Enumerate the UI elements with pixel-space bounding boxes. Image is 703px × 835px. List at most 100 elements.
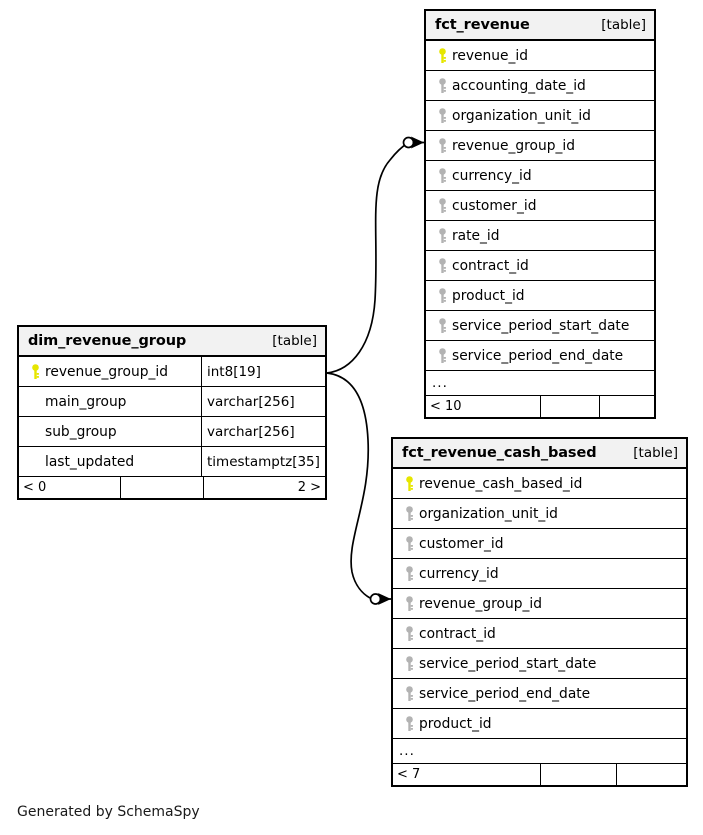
more-columns-indicator: ... xyxy=(426,371,654,396)
column-name-cell: organization_unit_id xyxy=(426,101,654,130)
table-fct-revenue-cash-based[interactable]: fct_revenue_cash_based [table] revenue_c… xyxy=(391,437,688,787)
table-dim-revenue-group[interactable]: dim_revenue_group [table] revenue_group_… xyxy=(17,325,327,500)
column-name-cell: service_period_end_date xyxy=(393,679,686,708)
column-name-cell: customer_id xyxy=(426,191,654,220)
column-name-cell: service_period_start_date xyxy=(426,311,654,340)
table-row[interactable]: service_period_start_date xyxy=(393,649,686,679)
table-row[interactable]: revenue_id xyxy=(426,41,654,71)
more-columns-indicator: ... xyxy=(393,739,686,764)
column-name: service_period_start_date xyxy=(452,317,630,334)
footer-incoming-relations[interactable]: < 10 xyxy=(430,399,462,414)
crows-foot-arrowhead xyxy=(411,136,424,149)
table-footer: < 10 xyxy=(426,396,654,417)
column-name: currency_id xyxy=(452,167,532,184)
column-name: customer_id xyxy=(452,197,537,214)
column-name: revenue_group_id xyxy=(45,363,168,380)
column-name: accounting_date_id xyxy=(452,77,586,94)
foreign-key-icon xyxy=(432,287,452,304)
table-row[interactable]: last_updated timestamptz[35] xyxy=(19,447,325,477)
relationship-dim-to-fct-revenue-cash-based xyxy=(326,372,391,605)
table-title: dim_revenue_group xyxy=(28,333,187,349)
table-columns: revenue_group_id int8[19] main_group var… xyxy=(19,357,325,477)
table-title: fct_revenue_cash_based xyxy=(402,445,597,461)
foreign-key-icon xyxy=(399,505,419,522)
foreign-key-icon xyxy=(432,107,452,124)
optional-marker-circle xyxy=(402,136,415,149)
column-name: revenue_group_id xyxy=(452,137,575,154)
column-name-cell: service_period_end_date xyxy=(426,341,654,370)
table-row[interactable]: accounting_date_id xyxy=(426,71,654,101)
table-row[interactable]: service_period_end_date xyxy=(393,679,686,709)
generated-by-caption: Generated by SchemaSpy xyxy=(17,804,200,820)
crows-foot-arrowhead xyxy=(378,593,391,605)
column-name-cell: contract_id xyxy=(426,251,654,280)
table-title: fct_revenue xyxy=(435,17,530,33)
column-name: service_period_end_date xyxy=(452,347,624,364)
table-type-tag: [table] xyxy=(601,17,646,33)
table-header: fct_revenue_cash_based [table] xyxy=(393,439,686,469)
table-row[interactable]: main_group varchar[256] xyxy=(19,387,325,417)
column-name: contract_id xyxy=(419,625,496,642)
footer-outgoing-relations[interactable] xyxy=(615,764,686,785)
column-name-cell: revenue_group_id xyxy=(426,131,654,160)
table-type-tag: [table] xyxy=(272,333,317,349)
footer-incoming-relations[interactable]: < 0 xyxy=(23,480,47,495)
foreign-key-icon xyxy=(399,655,419,672)
table-row[interactable]: rate_id xyxy=(426,221,654,251)
table-row[interactable]: currency_id xyxy=(393,559,686,589)
table-header: fct_revenue [table] xyxy=(426,11,654,41)
table-row[interactable]: revenue_cash_based_id xyxy=(393,469,686,499)
column-name: service_period_end_date xyxy=(419,685,591,702)
column-name-cell: accounting_date_id xyxy=(426,71,654,100)
table-header: dim_revenue_group [table] xyxy=(19,327,325,357)
column-type: varchar[256] xyxy=(201,417,325,446)
column-name: contract_id xyxy=(452,257,529,274)
column-name: service_period_start_date xyxy=(419,655,597,672)
table-row[interactable]: revenue_group_id xyxy=(426,131,654,161)
table-row[interactable]: customer_id xyxy=(426,191,654,221)
footer-outgoing-relations[interactable] xyxy=(599,396,654,417)
column-name-cell: currency_id xyxy=(393,559,686,588)
column-name: product_id xyxy=(419,715,492,732)
table-row[interactable]: service_period_start_date xyxy=(426,311,654,341)
column-name-cell: currency_id xyxy=(426,161,654,190)
column-name: revenue_id xyxy=(452,47,528,64)
table-columns: revenue_cash_based_id organization_unit_… xyxy=(393,469,686,739)
column-name-cell: revenue_cash_based_id xyxy=(393,469,686,498)
footer-middle xyxy=(540,396,599,417)
foreign-key-icon xyxy=(432,317,452,334)
footer-incoming-relations[interactable]: < 7 xyxy=(397,767,421,782)
table-row[interactable]: customer_id xyxy=(393,529,686,559)
column-name-cell: revenue_id xyxy=(426,41,654,70)
table-row[interactable]: product_id xyxy=(393,709,686,739)
column-name: sub_group xyxy=(45,423,117,440)
footer-middle xyxy=(539,764,616,785)
table-row[interactable]: contract_id xyxy=(426,251,654,281)
table-footer: < 7 xyxy=(393,764,686,785)
column-name-cell: revenue_group_id xyxy=(393,589,686,618)
table-row[interactable]: product_id xyxy=(426,281,654,311)
primary-key-icon xyxy=(399,475,419,492)
column-name: last_updated xyxy=(45,453,135,470)
table-row[interactable]: currency_id xyxy=(426,161,654,191)
table-row[interactable]: revenue_group_id int8[19] xyxy=(19,357,325,387)
column-name-cell: customer_id xyxy=(393,529,686,558)
column-name-cell: organization_unit_id xyxy=(393,499,686,528)
column-name: main_group xyxy=(45,393,127,410)
table-row[interactable]: sub_group varchar[256] xyxy=(19,417,325,447)
table-fct-revenue[interactable]: fct_revenue [table] revenue_id accountin… xyxy=(424,9,656,419)
column-name: currency_id xyxy=(419,565,499,582)
table-row[interactable]: organization_unit_id xyxy=(426,101,654,131)
table-row[interactable]: organization_unit_id xyxy=(393,499,686,529)
table-row[interactable]: revenue_group_id xyxy=(393,589,686,619)
foreign-key-icon xyxy=(432,347,452,364)
column-name: customer_id xyxy=(419,535,504,552)
table-row[interactable]: service_period_end_date xyxy=(426,341,654,371)
column-name-cell: service_period_start_date xyxy=(393,649,686,678)
column-name: revenue_group_id xyxy=(419,595,542,612)
table-row[interactable]: contract_id xyxy=(393,619,686,649)
column-name: rate_id xyxy=(452,227,500,244)
column-name-cell: contract_id xyxy=(393,619,686,648)
footer-outgoing-relations[interactable]: 2 > xyxy=(202,477,325,498)
